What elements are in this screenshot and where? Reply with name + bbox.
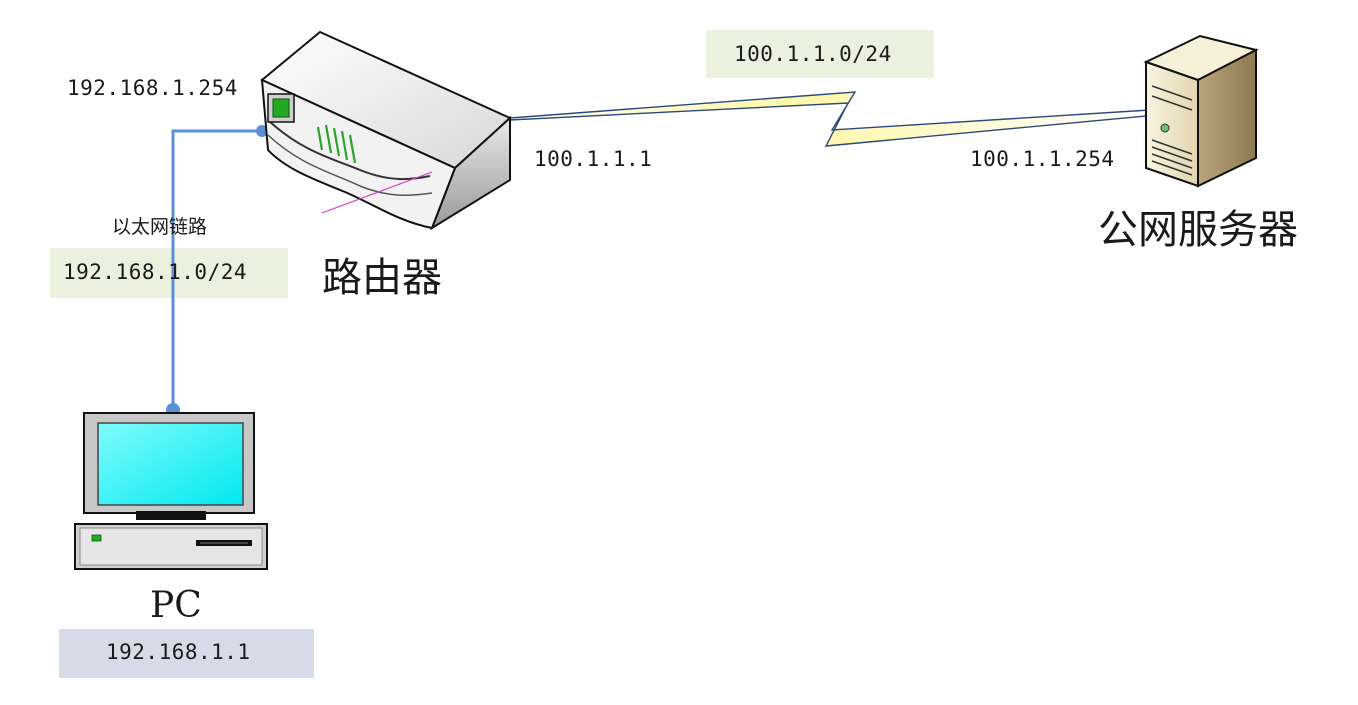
wan-subnet: 100.1.1.0/24 — [734, 42, 892, 66]
router-icon — [262, 32, 510, 228]
server-name: 公网服务器 — [1098, 197, 1298, 255]
pc-icon — [75, 413, 267, 569]
router-name: 路由器 — [322, 245, 442, 303]
pc-ip: 192.168.1.1 — [106, 640, 251, 664]
wan-link — [510, 92, 1150, 146]
lan-link-label: 以太网链路 — [112, 212, 207, 239]
lan-subnet: 192.168.1.0/24 — [63, 260, 247, 284]
server-icon — [1146, 36, 1256, 186]
server-ip: 100.1.1.254 — [970, 147, 1115, 171]
pc-name: PC — [150, 585, 202, 626]
pc-led — [92, 535, 101, 541]
router-lan-ip: 192.168.1.254 — [67, 76, 238, 100]
router-wan-ip: 100.1.1.1 — [534, 147, 652, 171]
